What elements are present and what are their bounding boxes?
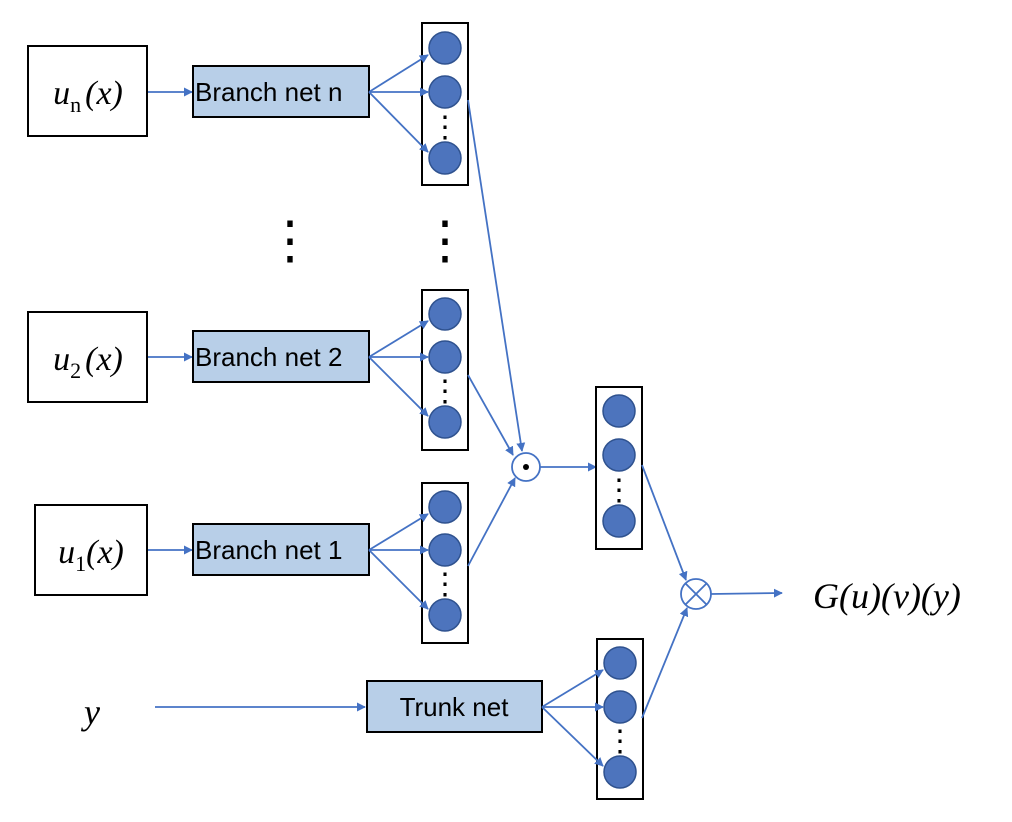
edge xyxy=(541,669,604,708)
edge xyxy=(710,588,783,598)
svg-text:Branch net 2: Branch net 2 xyxy=(195,342,342,372)
edge xyxy=(641,464,688,581)
neuron xyxy=(428,340,462,374)
edge xyxy=(368,91,429,153)
edge xyxy=(467,99,526,452)
neuron xyxy=(603,755,637,789)
neuron-ellipsis: ⋮ xyxy=(430,568,460,601)
edge xyxy=(467,477,516,567)
edge xyxy=(368,320,429,358)
edge xyxy=(368,356,429,417)
neuron-ellipsis: ⋮ xyxy=(604,474,634,507)
trunk-net: Trunk net xyxy=(366,680,543,733)
edge xyxy=(368,549,429,610)
neuron-ellipsis: ⋮ xyxy=(430,111,460,144)
edge xyxy=(641,607,689,719)
edge xyxy=(368,513,429,551)
neuron xyxy=(428,297,462,331)
branch-net-2: Branch net 2 xyxy=(192,330,370,383)
svg-text:un(x): un(x) xyxy=(53,75,123,117)
neuron xyxy=(602,438,636,472)
input-box-u1: u1(x) xyxy=(34,504,148,596)
combined-output-layer: ⋮ xyxy=(595,386,643,550)
svg-text:u2(x): u2(x) xyxy=(53,341,123,383)
trunk-input-label: y xyxy=(81,692,100,732)
neuron xyxy=(603,690,637,724)
neuron xyxy=(428,598,462,632)
edge xyxy=(467,374,514,456)
branch-1-output-layer: ⋮ xyxy=(421,482,469,644)
neuron xyxy=(428,490,462,524)
tensor-product-node xyxy=(680,578,712,610)
branch-n-output-layer: ⋮ xyxy=(421,22,469,186)
neuron xyxy=(602,394,636,428)
trunk-output-layer: ⋮ xyxy=(596,638,644,800)
neuron xyxy=(603,646,637,680)
neuron-ellipsis: ⋮ xyxy=(430,375,460,408)
neuron xyxy=(428,141,462,175)
input-box-u2: u2(x) xyxy=(27,311,148,403)
input-box-un: un(x) xyxy=(27,45,148,137)
branch-ellipsis-left: ⋮ xyxy=(264,213,316,270)
edge xyxy=(368,54,429,93)
neuron-ellipsis: ⋮ xyxy=(605,725,635,758)
hadamard-product-node xyxy=(511,452,541,482)
branch-net-1: Branch net 1 xyxy=(192,523,370,576)
svg-text:u1(x): u1(x) xyxy=(58,534,124,576)
neuron xyxy=(428,31,462,65)
neuron xyxy=(428,405,462,439)
svg-text:Trunk net: Trunk net xyxy=(400,692,510,722)
output-label: G(u)(v)(y) xyxy=(813,576,961,616)
neuron xyxy=(602,504,636,538)
branch-net-n: Branch net n xyxy=(192,65,370,118)
svg-text:Branch net n: Branch net n xyxy=(195,77,342,107)
branch-ellipsis-right: ⋮ xyxy=(419,213,471,270)
neuron xyxy=(428,533,462,567)
edge xyxy=(541,706,604,767)
neuron xyxy=(428,75,462,109)
svg-text:Branch net 1: Branch net 1 xyxy=(195,535,342,565)
branch-2-output-layer: ⋮ xyxy=(421,289,469,451)
